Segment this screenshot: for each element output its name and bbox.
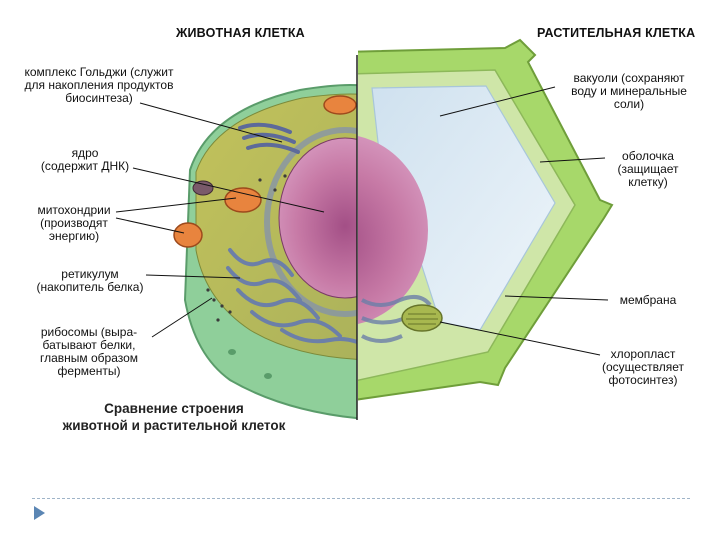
mitochondrion-1 [224, 187, 262, 213]
diagram-caption: Сравнение строения животной и растительн… [62, 401, 286, 433]
mitochondrion-2 [173, 222, 203, 248]
animal-cell-heading: ЖИВОТНАЯ КЛЕТКА [176, 26, 305, 40]
membrane-pores [228, 349, 272, 379]
leader-lines-animal [115, 102, 325, 338]
label-wall: оболочка (защищает клетку) [617, 149, 679, 189]
animal-nucleus [278, 137, 357, 299]
label-golgi: комплекс Гольджи (служит для накопления … [24, 65, 174, 105]
plant-cell-heading: РАСТИТЕЛЬНАЯ КЛЕТКА [537, 26, 696, 40]
nuclear-envelope [264, 127, 357, 317]
plant-cell [358, 38, 614, 401]
ribosome-dots [206, 174, 287, 322]
next-slide-arrow-icon[interactable] [34, 506, 45, 520]
label-reticulum: ретикулум (накопитель белка) [36, 267, 144, 294]
label-ribosomes: рибосомы (выра- батывают белки, главным … [39, 325, 139, 378]
chloroplast-shape [401, 304, 443, 332]
plant-nucleus [358, 136, 428, 324]
label-mitochondria: митохондрии (производят энергию) [37, 203, 111, 243]
small-vesicle [192, 180, 214, 196]
animal-cell [173, 84, 357, 420]
footer-divider [32, 498, 690, 499]
leader-lines-plant [439, 86, 609, 356]
label-chloroplast: хлоропласт (осуществляет фотосинтез) [602, 347, 684, 387]
label-vacuole: вакуоли (сохраняют воду и минеральные со… [571, 71, 687, 111]
golgi-complex [238, 122, 300, 154]
endoplasmic-reticulum [226, 248, 357, 345]
mitochondrion-3 [323, 95, 357, 115]
label-membrane: мембрана [619, 293, 677, 307]
label-nucleus: ядро (содержит ДНК) [40, 146, 130, 173]
